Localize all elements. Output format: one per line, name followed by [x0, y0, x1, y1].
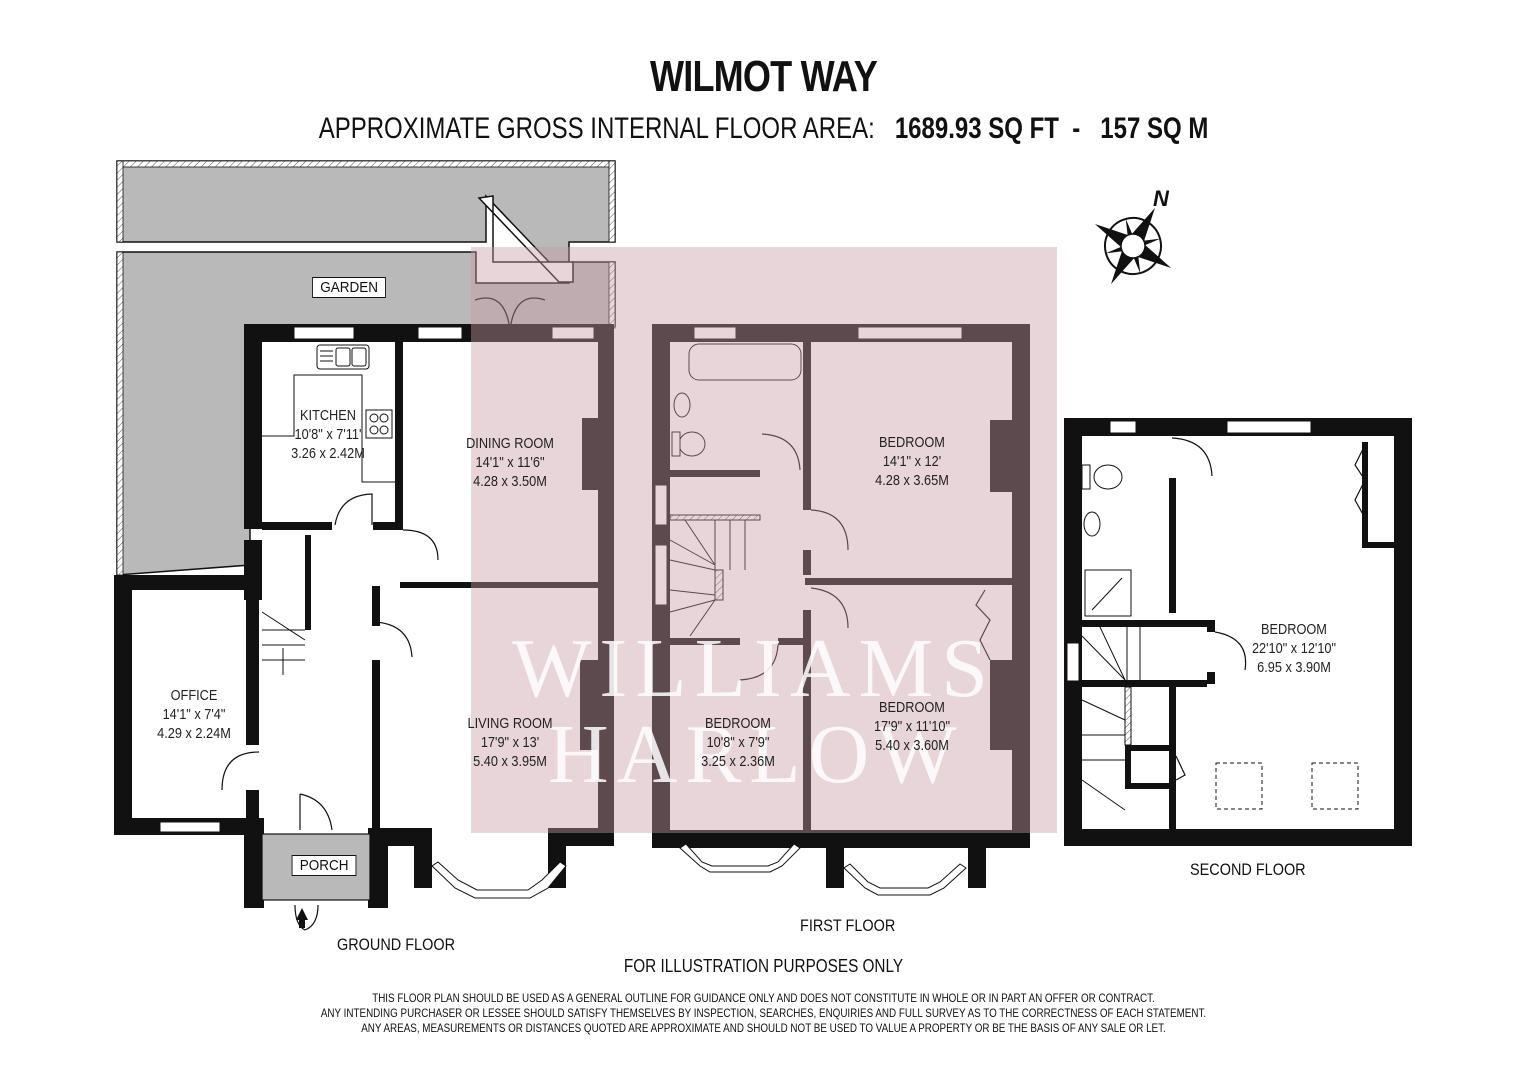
- room-name: BEDROOM: [1261, 621, 1327, 638]
- room-imperial: 22'10" x 12'10": [1251, 640, 1337, 657]
- room-label-living-room: LIVING ROOM 17'9" x 13' 5.40 x 3.95M: [442, 714, 578, 771]
- room-metric: 4.29 x 2.24M: [157, 725, 231, 742]
- room-label-bedroom-2: BEDROOM 10'8" x 7'9" 3.25 x 2.36M: [682, 714, 794, 771]
- porch-label: PORCH: [291, 855, 357, 876]
- watermark-line2: HARLOW: [548, 708, 965, 801]
- property-title: WILMOT WAY: [650, 52, 878, 101]
- room-metric: 5.40 x 3.95M: [473, 753, 547, 770]
- room-name: DINING ROOM: [466, 435, 554, 452]
- first-floor-windows: [654, 326, 967, 896]
- room-name: BEDROOM: [705, 715, 771, 732]
- second-floor-doors: [1171, 437, 1366, 781]
- room-name: LIVING ROOM: [467, 715, 553, 732]
- room-metric: 5.40 x 3.60M: [875, 737, 949, 754]
- ground-floor-doors: [221, 493, 439, 931]
- first-floor-walls: [652, 324, 1030, 888]
- room-imperial: 10'8" x 7'11': [294, 426, 362, 443]
- first-floor-stairs: [669, 514, 761, 637]
- french-doors: [474, 297, 546, 331]
- entrance-arrow-icon: [296, 908, 308, 928]
- kitchen-fixtures: [262, 344, 395, 483]
- room-imperial: 17'9" x 13': [480, 734, 540, 751]
- ground-floor-windows: [159, 326, 595, 899]
- room-metric: 4.28 x 3.50M: [473, 473, 547, 490]
- second-floor-walls: [1064, 418, 1412, 846]
- room-imperial: 14'1" x 7'4": [162, 706, 226, 723]
- disclaimer-line-2: ANY INTENDING PURCHASER OR LESSEE SHOULD…: [320, 1006, 1207, 1020]
- room-imperial: 10'8" x 7'9": [706, 734, 770, 751]
- room-imperial: 14'1" x 11'6": [475, 454, 545, 471]
- area-sqft: 1689.93 SQ FT: [894, 112, 1059, 145]
- garden-label: GARDEN: [312, 277, 387, 298]
- room-name: BEDROOM: [879, 434, 945, 451]
- room-metric: 3.26 x 2.42M: [291, 445, 365, 462]
- room-name: OFFICE: [170, 687, 218, 704]
- second-floor-fixtures: [1081, 464, 1359, 810]
- area-label: APPROXIMATE GROSS INTERNAL FLOOR AREA:: [318, 112, 875, 145]
- watermark-line1: WILLIAMS: [512, 622, 996, 715]
- garden-area: [116, 160, 616, 576]
- second-floor-windows: [1066, 420, 1312, 682]
- first-floor-doors: [739, 433, 991, 681]
- room-label-office: OFFICE 14'1" x 7'4" 4.29 x 2.24M: [140, 686, 249, 743]
- ground-floor-label: GROUND FLOOR: [337, 935, 456, 954]
- second-floor-label: SECOND FLOOR: [1190, 860, 1306, 879]
- disclaimer-line-3: ANY AREAS, MEASUREMENTS OR DISTANCES QUO…: [361, 1021, 1166, 1035]
- room-label-bedroom-4: BEDROOM 22'10" x 12'10" 6.95 x 3.90M: [1226, 620, 1362, 677]
- room-label-dining-room: DINING ROOM 14'1" x 11'6" 4.28 x 3.50M: [442, 434, 578, 491]
- room-label-bedroom-1: BEDROOM 14'1" x 12' 4.28 x 3.65M: [844, 433, 980, 490]
- room-metric: 3.25 x 2.36M: [701, 753, 775, 770]
- room-metric: 4.28 x 3.65M: [875, 472, 949, 489]
- room-name: KITCHEN: [300, 407, 356, 424]
- area-sqm: 157 SQ M: [1100, 112, 1209, 145]
- floor-area-summary: APPROXIMATE GROSS INTERNAL FLOOR AREA: 1…: [153, 112, 1375, 146]
- room-label-bedroom-3: BEDROOM 17'9" x 11'10" 5.40 x 3.60M: [844, 698, 980, 755]
- room-imperial: 14'1" x 12': [882, 453, 942, 470]
- illustration-note: FOR ILLUSTRATION PURPOSES ONLY: [623, 956, 904, 976]
- room-name: BEDROOM: [879, 699, 945, 716]
- area-separator: -: [1072, 112, 1081, 145]
- room-imperial: 17'9" x 11'10": [873, 718, 951, 735]
- bathroom-fixtures: [671, 343, 802, 457]
- room-metric: 6.95 x 3.90M: [1257, 659, 1331, 676]
- room-label-kitchen: KITCHEN 10'8" x 7'11' 3.26 x 2.42M: [272, 406, 384, 463]
- compass-north-label: N: [1153, 186, 1169, 211]
- first-floor-label: FIRST FLOOR: [800, 916, 896, 935]
- disclaimer-line-1: THIS FLOOR PLAN SHOULD BE USED AS A GENE…: [372, 991, 1155, 1005]
- second-floor-stairs: [1081, 626, 1141, 811]
- compass-rose-icon: [1094, 207, 1172, 285]
- ground-floor-stairs: [261, 611, 306, 675]
